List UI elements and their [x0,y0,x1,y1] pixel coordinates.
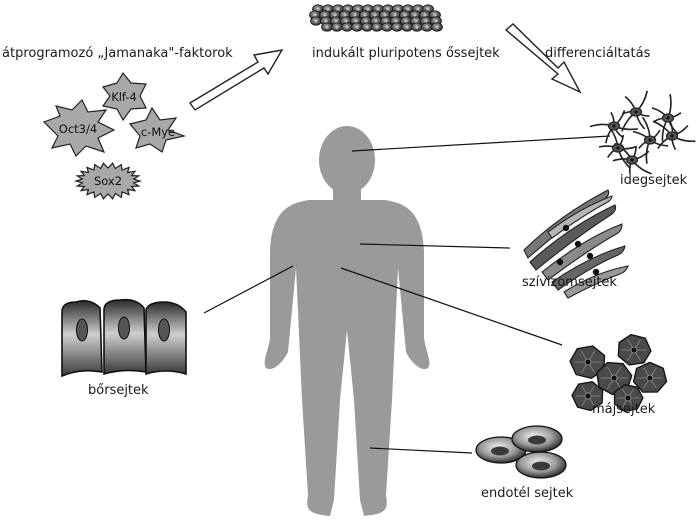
ipsc-cell-nucleus [364,19,368,23]
ipsc-cell-nucleus [424,19,428,23]
ipsc-cell-nucleus [396,7,400,11]
ipsc-cell-nucleus [384,19,388,23]
neuron-nucleus [630,158,634,162]
ipsc-cell-nucleus [316,7,320,11]
ipsc-cell-nucleus [383,13,387,17]
ipsc-cell-nucleus [394,19,398,23]
ipsc-cell-nucleus [314,19,318,23]
ipsc-cell-nucleus [354,19,358,23]
arrow-reprogramming [188,49,284,111]
factor-label-oct34: Oct3/4 [59,122,97,136]
ipsc-cell-nucleus [355,25,359,29]
liver-cell-nucleus [610,374,618,382]
label-neurons: idegsejtek [620,173,688,188]
ipsc-cell-nucleus [324,19,328,23]
liver-cells [569,333,668,413]
liver-cell-nucleus [584,358,592,366]
ipsc-cell-nucleus [406,7,410,11]
ipsc-cell-nucleus [373,13,377,17]
label-endothelial-cells: endotél sejtek [481,486,574,501]
connector-arm-skin [203,265,294,314]
ipsc-cell-nucleus [386,7,390,11]
ipsc-cell-nucleus [333,13,337,17]
neuron-nucleus [634,110,638,114]
neuron-nucleus [612,124,616,128]
neuron-nucleus [648,138,652,142]
connector-chest-heart [359,243,511,249]
ipsc-cell-nucleus [434,19,438,23]
factor-label-klf4: Klf-4 [111,90,137,104]
ipsc-cell-nucleus [353,13,357,17]
ipsc-cell-nucleus [363,13,367,17]
skin-cells [61,298,187,378]
ipsc-cell-nucleus [323,13,327,17]
ipsc-cell-nucleus [374,19,378,23]
neuron-cells [589,90,696,175]
ipsc-cell-nucleus [395,25,399,29]
arrow-differentiation [504,23,582,94]
ipsc-cell-nucleus [334,19,338,23]
ipsc-cell-nucleus [356,7,360,11]
ipsc-cell-nucleus [423,13,427,17]
connector-head-neurons [351,135,611,152]
ipsc-cell-nucleus [343,13,347,17]
ipsc-cell-nucleus [313,13,317,17]
neuron-nucleus [670,134,674,138]
label-cardiomyocytes: szívizomsejtek [522,275,617,290]
ipsc-cell-nucleus [376,7,380,11]
ipsc-cell-nucleus [365,25,369,29]
ipsc-cell-nucleus [415,25,419,29]
label-skin-cells: bőrsejtek [88,383,149,398]
factor-shape-cmye [128,106,187,153]
connector-leg-endothelial [369,447,473,454]
ipsc-cell-nucleus [413,13,417,17]
ipsc-cell-nucleus [433,13,437,17]
label-differentiation: differenciáltatás [545,46,651,61]
ipsc-cell-nucleus [326,7,330,11]
human-body-silhouette [264,126,430,516]
ipsc-cell-nucleus [425,25,429,29]
ipsc-cell-nucleus [414,19,418,23]
cardiomyocyte-cells [523,189,629,299]
factor-label-sox2: Sox2 [94,174,122,188]
ipsc-cell-nucleus [346,7,350,11]
ipsc-cell-nucleus [404,19,408,23]
factor-shape-oct34 [42,98,116,158]
ipsc-cell-nucleus [393,13,397,17]
ipsc-cell-nucleus [325,25,329,29]
factor-shape-sox2 [73,162,143,200]
ipsc-cell-cluster [309,4,443,32]
ipsc-cell-nucleus [426,7,430,11]
ipsc-cell-nucleus [366,7,370,11]
liver-cell-nucleus [584,392,592,400]
factor-label-cmye: c-Mye [141,125,175,139]
liver-cell-nucleus [646,374,654,382]
ipsc-cell-nucleus [385,25,389,29]
neuron-nucleus [666,116,670,120]
ipsc-cell-nucleus [375,25,379,29]
ipsc-cell-nucleus [435,25,439,29]
connector-abdomen-liver [340,267,563,346]
yamanaka-factors-group: Klf-4 Oct3/4 c-Mye Sox2 [42,71,187,200]
ipsc-cell-nucleus [335,25,339,29]
ipsc-cell-nucleus [344,19,348,23]
neuron-nucleus [616,146,620,150]
ipsc-cell-nucleus [345,25,349,29]
factor-shape-klf4 [101,71,147,122]
ipsc-cell-nucleus [336,7,340,11]
liver-cell-nucleus [624,394,632,402]
endothelial-cells [475,425,567,479]
liver-cell-nucleus [630,346,638,354]
ipsc-cell-nucleus [405,25,409,29]
ipsc-cell-nucleus [403,13,407,17]
ipsc-cell-nucleus [416,7,420,11]
label-liver-cells: májsejtek [592,402,656,417]
label-reprogramming-factors: átprogramozó „Jamanaka"-faktorok [2,46,233,61]
label-ipsc: indukált pluripotens őssejtek [312,46,500,61]
